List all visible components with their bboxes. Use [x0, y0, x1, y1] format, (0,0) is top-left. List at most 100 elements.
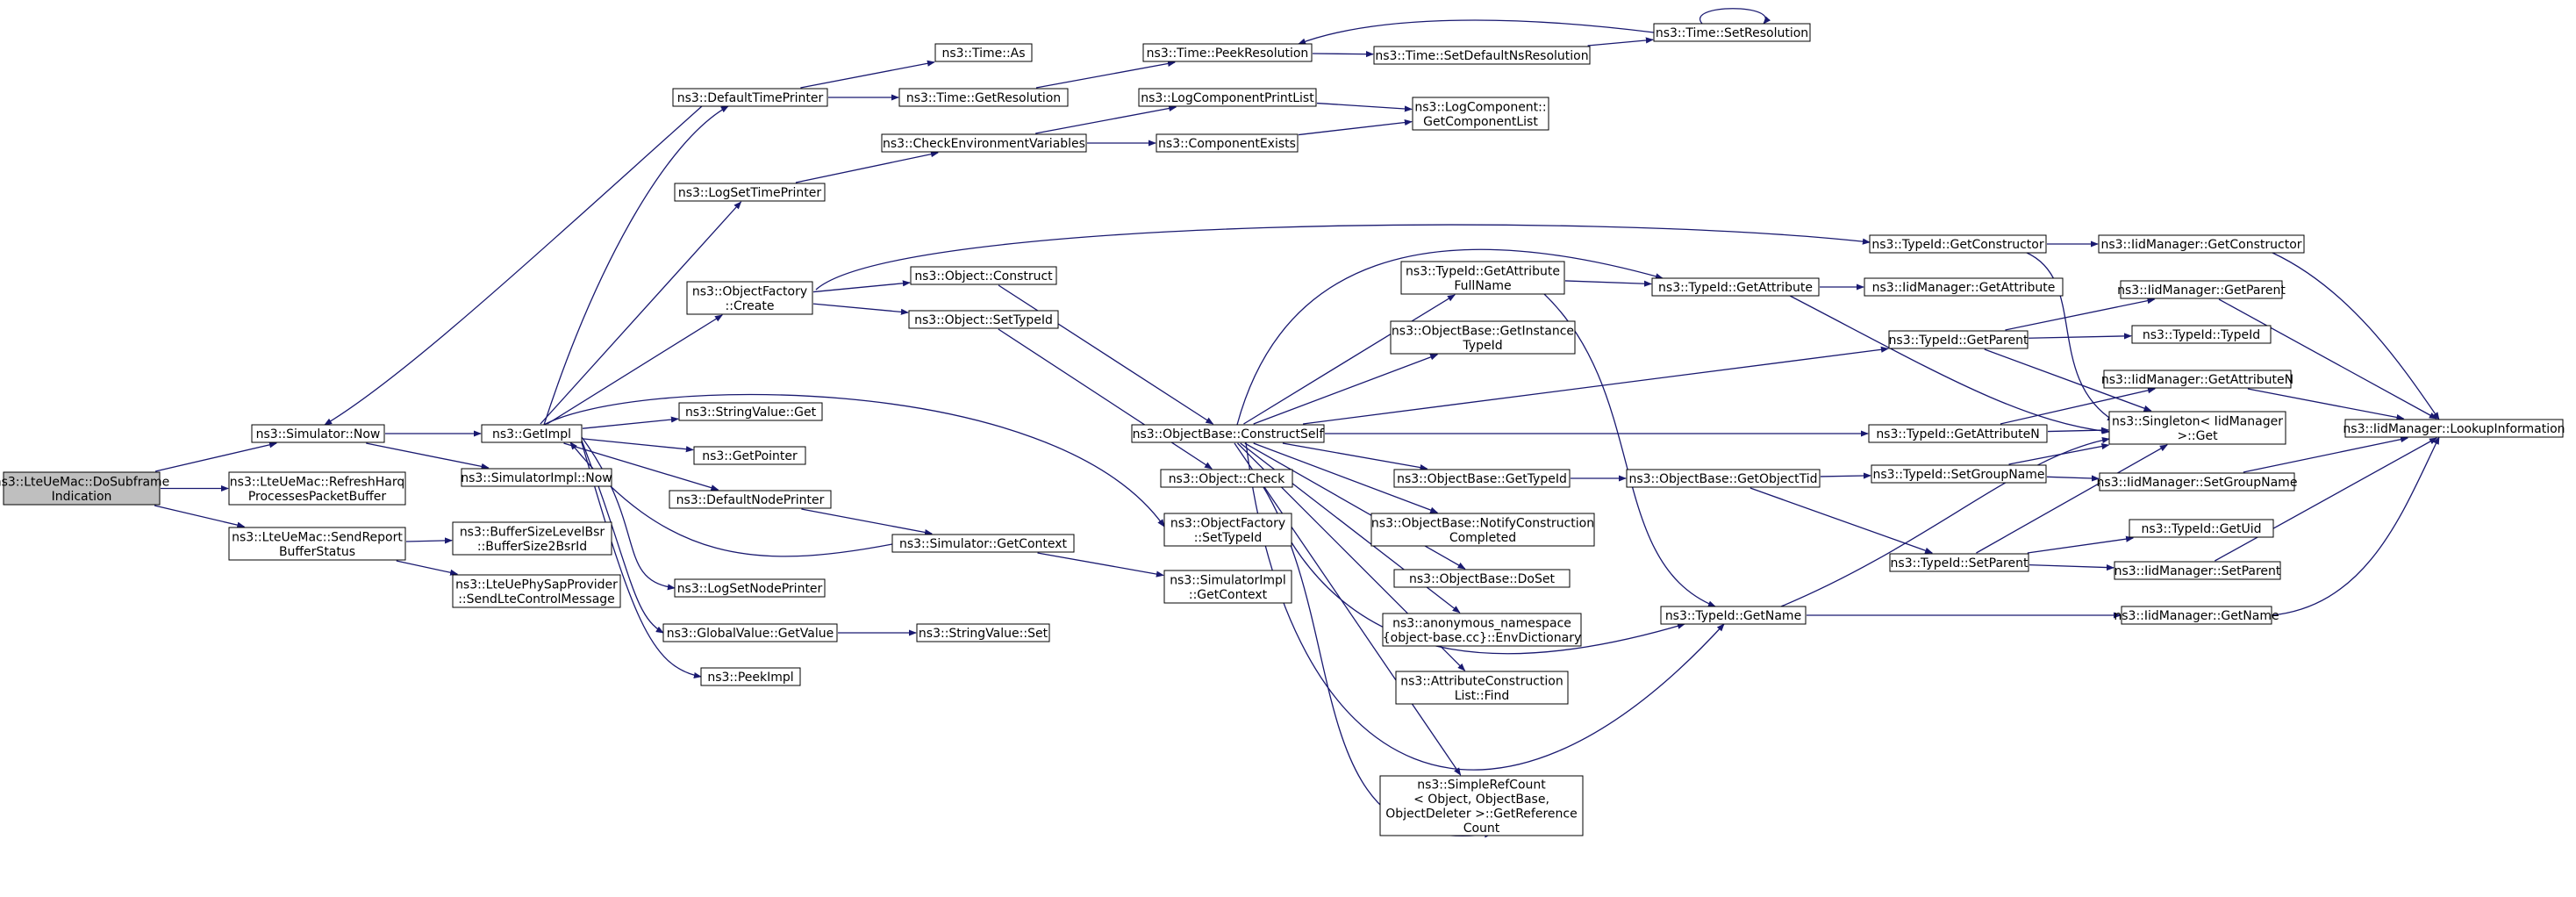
node-label: ns3::LogComponentPrintList [1141, 91, 1314, 105]
graph-node-compexists[interactable]: ns3::ComponentExists [1156, 133, 1299, 153]
node-label: ns3::PeekImpl [707, 671, 793, 685]
node-box [1871, 464, 2047, 484]
graph-node-iidgetattrn[interactable]: ns3::IidManager::GetAttributeN [2101, 370, 2293, 389]
graph-node-defnodeprinter[interactable]: ns3::DefaultNodePrinter [669, 490, 832, 509]
graph-node-tidgetparent[interactable]: ns3::TypeId::GetParent [1888, 330, 2029, 349]
node-box [1370, 513, 1595, 547]
graph-node-tidgetname[interactable]: ns3::TypeId::GetName [1660, 606, 1807, 625]
graph-node-checkenv[interactable]: ns3::CheckEnvironmentVariables [881, 133, 1087, 153]
graph-node-simgetcontext[interactable]: ns3::Simulator::GetContext [891, 534, 1075, 553]
graph-node-envdict[interactable]: ns3::anonymous_namespace{object-base.cc}… [1382, 613, 1582, 647]
graph-node-deftimeprinter[interactable]: ns3::DefaultTimePrinter [672, 88, 828, 107]
call-edge [1750, 487, 1934, 554]
node-box [1163, 513, 1292, 547]
node-label: ns3::IidManager::GetConstructor [2100, 238, 2301, 252]
node-label: ns3::LogSetNodePrinter [677, 582, 823, 596]
graph-node-iidsetgroup[interactable]: ns3::IidManager::SetGroupName [2097, 472, 2298, 492]
graph-node-logcompgetlist[interactable]: ns3::LogComponent::GetComponentList [1412, 97, 1549, 131]
call-edge [1298, 118, 1413, 136]
graph-node-tidgetctor[interactable]: ns3::TypeId::GetConstructor [1869, 234, 2047, 254]
graph-node-setdefaultns[interactable]: ns3::Time::SetDefaultNsResolution [1373, 46, 1591, 65]
graph-node-ltesap[interactable]: ns3::LteUePhySapProvider::SendLteControl… [452, 574, 621, 608]
graph-node-constructself[interactable]: ns3::ObjectBase::ConstructSelf [1131, 424, 1325, 443]
node-box [452, 521, 612, 556]
node-label: ns3::anonymous_namespace [1392, 616, 1571, 630]
graph-node-gvgetvalue[interactable]: ns3::GlobalValue::GetValue [662, 623, 838, 642]
graph-node-simnow[interactable]: ns3::Simulator::Now [251, 424, 385, 443]
call-edge [1282, 442, 1428, 471]
graph-node-singleton[interactable]: ns3::Singleton< IidManager>::Get [2108, 411, 2286, 445]
call-edge [2029, 563, 2114, 571]
graph-node-iidgetctor[interactable]: ns3::IidManager::GetConstructor [2098, 234, 2305, 254]
call-edge [2272, 252, 2440, 420]
call-edge [1984, 348, 2152, 412]
node-box [910, 266, 1057, 285]
graph-node-simimplgetctx[interactable]: ns3::SimulatorImpl::GetContext [1163, 570, 1292, 604]
graph-node-stringset[interactable]: ns3::StringValue::Set [916, 623, 1050, 642]
node-label: ns3::LogComponent:: [1414, 100, 1546, 114]
graph-node-iidgetname[interactable]: ns3::IidManager::GetName [2114, 606, 2279, 625]
node-box [1400, 261, 1565, 295]
graph-node-iidgetattr[interactable]: ns3::IidManager::GetAttribute [1864, 277, 2064, 297]
graph-node-refresh[interactable]: ns3::LteUeMac::RefreshHarqProcessesPacke… [228, 471, 406, 506]
graph-node-obgettypeid[interactable]: ns3::ObjectBase::GetTypeId [1393, 469, 1571, 488]
graph-node-objsettypeid[interactable]: ns3::Object::SetTypeId [908, 310, 1059, 329]
call-edge [1316, 102, 1413, 112]
graph-node-iidlookup[interactable]: ns3::IidManager::LookupInformation [2343, 419, 2565, 438]
call-edge [1699, 8, 1771, 25]
node-label: TypeId [1462, 339, 1502, 353]
node-box [1888, 330, 2029, 349]
node-label: ns3::TypeId::TypeId [2143, 328, 2260, 342]
graph-node-tidgetuid[interactable]: ns3::TypeId::GetUid [2129, 519, 2274, 538]
graph-node-getimpl[interactable]: ns3::GetImpl [481, 424, 583, 443]
node-label: List::Find [1455, 689, 1510, 703]
node-box [1382, 613, 1582, 647]
graph-node-bsr[interactable]: ns3::BufferSizeLevelBsr::BufferSize2BsrI… [452, 521, 612, 556]
graph-node-iidgetparent[interactable]: ns3::IidManager::GetParent [2117, 280, 2286, 299]
graph-node-ofcreate[interactable]: ns3::ObjectFactory::Create [686, 281, 813, 315]
graph-node-ofsettypeid[interactable]: ns3::ObjectFactory::SetTypeId [1163, 513, 1292, 547]
node-label: ns3::SimpleRefCount [1417, 778, 1546, 792]
graph-node-getpointer[interactable]: ns3::GetPointer [693, 446, 806, 465]
node-box [1156, 133, 1299, 153]
graph-node-timeas[interactable]: ns3::Time::As [934, 43, 1033, 62]
graph-node-setres[interactable]: ns3::Time::SetResolution [1653, 23, 1811, 42]
graph-node-tidtypeid[interactable]: ns3::TypeId::TypeId [2131, 325, 2272, 344]
graph-node-obgetobjtid[interactable]: ns3::ObjectBase::GetObjectTid [1626, 469, 1821, 488]
graph-node-tidsetgroup[interactable]: ns3::TypeId::SetGroupName [1871, 464, 2047, 484]
graph-node-simimplnow[interactable]: ns3::SimulatorImpl::Now [461, 468, 612, 487]
node-box [1379, 775, 1584, 836]
graph-node-obnotify[interactable]: ns3::ObjectBase::NotifyConstructionCompl… [1370, 513, 1595, 547]
graph-node-obdoset[interactable]: ns3::ObjectBase::DoSet [1393, 569, 1571, 588]
graph-node-logsetnodeprinter[interactable]: ns3::LogSetNodePrinter [674, 578, 826, 598]
graph-node-logcompprint[interactable]: ns3::LogComponentPrintList [1138, 88, 1317, 107]
call-edge [2005, 298, 2156, 331]
call-edge [578, 433, 676, 591]
node-label: ns3::Singleton< IidManager [2112, 414, 2283, 428]
graph-node-tidgetattrn[interactable]: ns3::TypeId::GetAttributeN [1868, 424, 2048, 443]
node-label: ns3::Simulator::Now [256, 427, 381, 441]
node-label: ns3::LteUeMac::SendReport [232, 530, 403, 544]
node-box [1390, 320, 1576, 355]
graph-node-simplerefcount[interactable]: ns3::SimpleRefCount< Object, ObjectBase,… [1379, 775, 1584, 836]
call-edge [396, 560, 459, 576]
graph-node-objconstruct[interactable]: ns3::Object::Construct [910, 266, 1057, 285]
graph-node-peekres[interactable]: ns3::Time::PeekResolution [1142, 43, 1313, 62]
graph-node-logsettimeprinter[interactable]: ns3::LogSetTimePrinter [674, 183, 826, 202]
graph-node-iidsetparent[interactable]: ns3::IidManager::SetParent [2114, 561, 2281, 580]
graph-node-objcheck[interactable]: ns3::Object::Check [1160, 469, 1293, 488]
node-label: GetComponentList [1423, 115, 1538, 129]
graph-node-tidgetattr[interactable]: ns3::TypeId::GetAttribute [1651, 277, 1820, 297]
graph-node-timegetres[interactable]: ns3::Time::GetResolution [898, 88, 1069, 107]
node-box [1373, 46, 1591, 65]
graph-node-stringget[interactable]: ns3::StringValue::Get [678, 402, 823, 421]
node-label: ns3::ObjectBase::GetObjectTid [1628, 472, 1817, 486]
graph-node-peekimpl[interactable]: ns3::PeekImpl [700, 667, 801, 686]
node-label: ::BufferSize2BsrId [477, 540, 587, 554]
graph-node-tidsetparent[interactable]: ns3::TypeId::SetParent [1889, 553, 2029, 572]
